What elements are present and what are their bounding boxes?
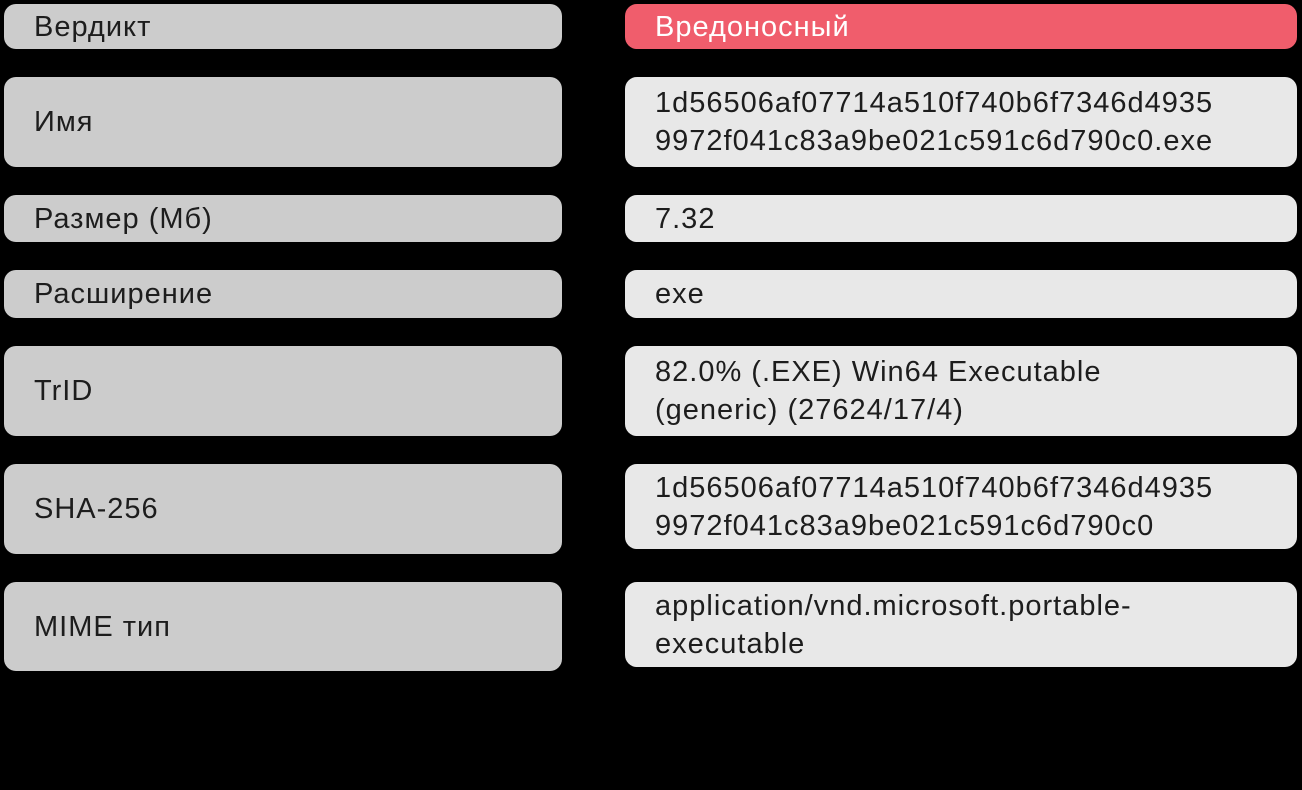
mime-type-text: application/vnd.microsoft.portable- exec… — [655, 589, 1132, 660]
field-value-name: 1d56506af07714a510f740b6f7346d4935 9972f… — [625, 77, 1297, 167]
verdict-status-badge: Вредоносный — [625, 4, 1297, 49]
field-value-extension: exe — [625, 270, 1297, 318]
field-label-extension-text: Расширение — [34, 278, 214, 310]
trid-result-text: 82.0% (.EXE) Win64 Executable (generic) … — [655, 356, 1102, 426]
field-value-mime-type: application/vnd.microsoft.portable- exec… — [625, 582, 1297, 667]
field-label-name-text: Имя — [34, 106, 94, 138]
field-label-trid-text: TrID — [34, 375, 94, 407]
field-label-extension: Расширение — [4, 270, 562, 318]
verdict-status-text: Вредоносный — [655, 10, 850, 43]
file-extension-text: exe — [655, 278, 705, 310]
field-label-mime-type: MIME тип — [4, 582, 562, 671]
field-label-sha256-text: SHA-256 — [34, 493, 159, 525]
sha256-hash-text: 1d56506af07714a510f740b6f7346d4935 9972f… — [655, 471, 1214, 542]
field-label-trid: TrID — [4, 346, 562, 436]
field-label-size-mb: Размер (Мб) — [4, 195, 562, 242]
file-size-text: 7.32 — [655, 202, 716, 235]
field-label-size-mb-text: Размер (Мб) — [34, 202, 213, 235]
field-label-mime-type-text: MIME тип — [34, 610, 171, 643]
field-label-verdict-text: Вердикт — [34, 10, 152, 43]
field-label-name: Имя — [4, 77, 562, 167]
field-value-size-mb: 7.32 — [625, 195, 1297, 242]
field-value-sha256: 1d56506af07714a510f740b6f7346d4935 9972f… — [625, 464, 1297, 549]
field-label-sha256: SHA-256 — [4, 464, 562, 554]
file-name-text: 1d56506af07714a510f740b6f7346d4935 9972f… — [655, 87, 1214, 157]
field-value-trid: 82.0% (.EXE) Win64 Executable (generic) … — [625, 346, 1297, 436]
field-label-verdict: Вердикт — [4, 4, 562, 49]
file-analysis-report-table: Вердикт Вредоносный Имя 1d56506af07714a5… — [4, 4, 1297, 671]
